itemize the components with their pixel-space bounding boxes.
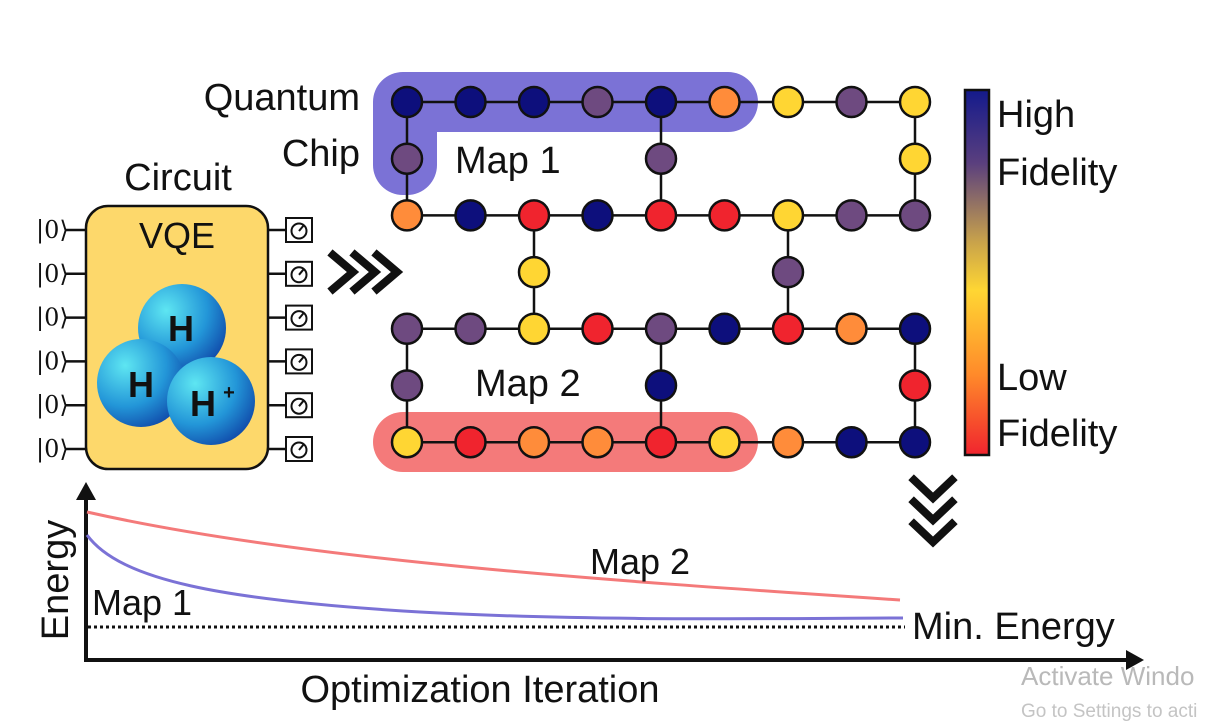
qubit-node: [581, 199, 614, 232]
qubit-node: [644, 199, 678, 232]
low-fidelity-label: Fidelity: [997, 413, 1117, 455]
qubit-node: [390, 142, 424, 175]
qubit-node: [771, 425, 805, 459]
map1-energy-curve: [85, 534, 904, 621]
qubit-node: [454, 312, 487, 346]
ket-zero-label: |0⟩: [36, 304, 69, 333]
qubit-node: [708, 312, 741, 346]
qubit-node: [898, 312, 932, 346]
vqe-label: VQE: [139, 215, 215, 256]
qubit-node: [898, 199, 932, 232]
x-axis-arrowhead: [1126, 650, 1144, 670]
qubit-node: [454, 85, 487, 119]
qubit-node: [835, 425, 868, 459]
qubit-node: [581, 425, 614, 459]
qubit-node: [517, 312, 551, 346]
qubit-node: [390, 369, 424, 402]
qubit-node: [517, 199, 551, 232]
energy-plot: Energy Optimization Iteration Map 1 Map …: [35, 482, 1144, 711]
map2-curve-label: Map 2: [590, 541, 690, 582]
atom-h-top: H: [168, 308, 194, 349]
qubit-node: [898, 85, 932, 119]
qubit-node: [454, 199, 487, 232]
low-label: Low: [997, 357, 1067, 399]
atom-h-left: H: [128, 364, 154, 405]
hydrogen-ion-right: [167, 357, 255, 445]
qubit-node: [517, 85, 551, 119]
chevron-down-icon: [908, 474, 958, 548]
ket-zero-label: |0⟩: [36, 435, 69, 464]
map1-label: Map 1: [455, 140, 561, 182]
qubit-node: [835, 85, 868, 119]
qubit-node: [898, 425, 932, 459]
qubit-node: [517, 255, 551, 289]
qubit-node: [835, 199, 868, 232]
high-label: High: [997, 94, 1075, 136]
quantum-label: Quantum: [204, 77, 360, 119]
map2-energy-curve: [86, 510, 901, 602]
min-energy-label: Min. Energy: [912, 606, 1115, 648]
h3-plus-molecule: H H H +: [97, 284, 255, 445]
qubit-node: [898, 142, 932, 175]
qubit-node: [771, 312, 805, 346]
map1-curve-label: Map 1: [92, 582, 192, 623]
qubit-node: [644, 85, 678, 119]
qubit-node: [454, 425, 487, 459]
circuit-wires: |0⟩ |0⟩ |0⟩ |0⟩ |0⟩ |0⟩: [36, 216, 313, 464]
ket-zero-label: |0⟩: [36, 347, 69, 376]
ket-zero-label: |0⟩: [36, 216, 69, 245]
qubit-node: [644, 425, 678, 459]
ket-zero-label: |0⟩: [36, 391, 69, 420]
chevron-right-icon: [327, 249, 404, 295]
measurement-meter-icon: [285, 217, 313, 243]
qubit-node: [771, 85, 805, 119]
qubit-node: [644, 369, 678, 402]
qubit-node: [390, 85, 424, 119]
qubit-node: [708, 425, 741, 459]
qubit-node: [390, 425, 424, 459]
qubit-node: [644, 142, 678, 175]
qubit-node: [390, 199, 424, 232]
qubit-node: [581, 312, 614, 346]
qubit-node: [517, 425, 551, 459]
qubit-lattice: [390, 85, 932, 459]
y-axis-arrowhead: [76, 482, 96, 500]
qubit-node: [771, 199, 805, 232]
qubit-node: [898, 369, 932, 402]
y-axis-label: Energy: [35, 520, 77, 640]
qubit-node: [644, 312, 678, 346]
atom-h-plus: H: [190, 383, 216, 424]
qubit-node: [835, 312, 868, 346]
high-fidelity-label: Fidelity: [997, 152, 1117, 194]
qubit-node: [708, 85, 741, 119]
ket-zero-label: |0⟩: [36, 260, 69, 289]
measurement-meter-icon: [285, 260, 313, 287]
fidelity-colorbar: [963, 88, 991, 457]
measurement-meter-icon: [285, 304, 313, 331]
measurement-meter-icon: [285, 392, 313, 419]
qubit-node: [708, 199, 741, 232]
activate-windows-watermark: Activate Windo: [1021, 661, 1194, 691]
chip-label: Chip: [282, 133, 360, 175]
x-axis-label: Optimization Iteration: [300, 669, 659, 711]
qubit-node: [771, 255, 805, 289]
map1-highlight: [373, 72, 758, 195]
measurement-meter-icon: [285, 436, 313, 462]
map2-label: Map 2: [475, 363, 581, 405]
qubit-node: [581, 85, 614, 119]
activate-windows-subtext: Go to Settings to acti: [1021, 701, 1197, 722]
qubit-node: [390, 312, 424, 346]
hydrogen-atom-left: [97, 339, 185, 427]
circuit-title: Circuit: [124, 157, 232, 199]
plus-charge: +: [223, 382, 235, 404]
measurement-meter-icon: [285, 348, 313, 375]
